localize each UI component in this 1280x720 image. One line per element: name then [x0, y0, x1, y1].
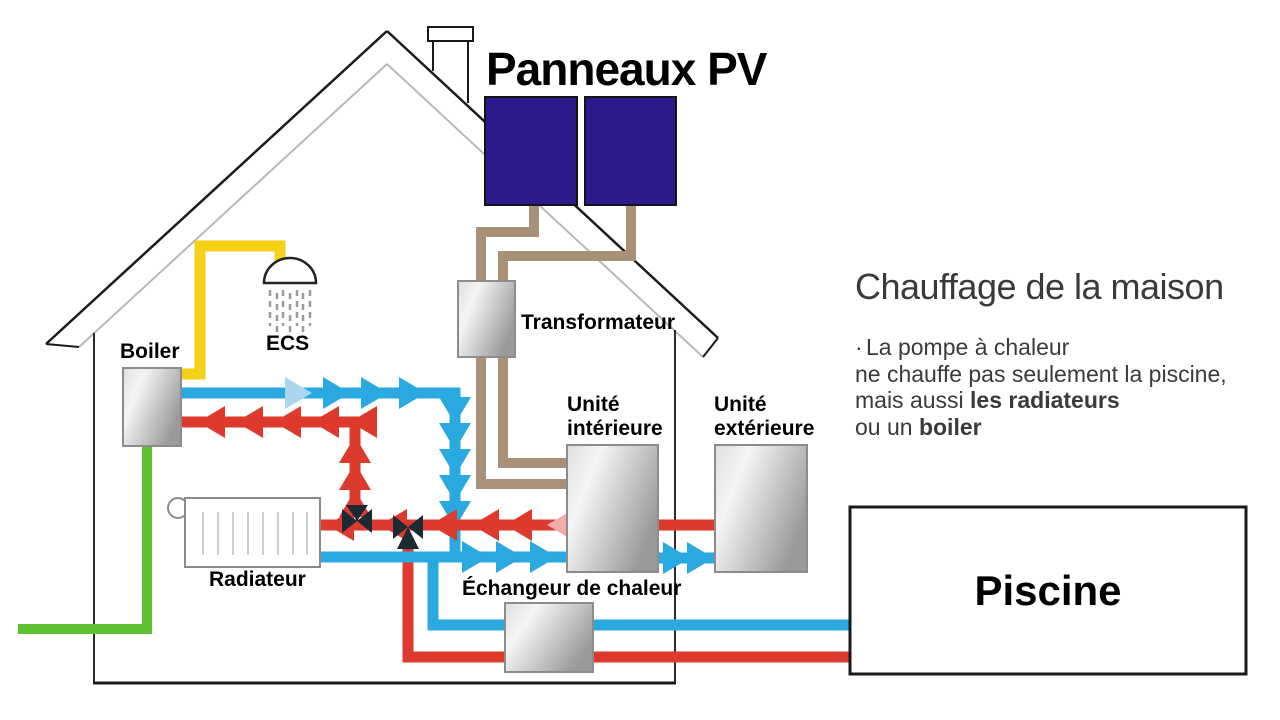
pv-panel-right [584, 96, 677, 206]
three-way-valve-2 [393, 515, 423, 549]
ecs-label: ECS [266, 332, 310, 355]
boiler-label: Boiler [120, 340, 180, 363]
dhw-pipe-yellow [178, 240, 286, 380]
transformer-box [457, 280, 516, 358]
chimney [427, 26, 474, 103]
heat-exchanger-box [504, 602, 594, 673]
piscine-label: Piscine [974, 566, 1122, 614]
unite-interieure-label: Unité intérieure [567, 393, 663, 440]
transformateur-label: Transformateur [521, 311, 676, 334]
annotation-body: ·La pompe à chaleur ne chauffe pas seule… [855, 334, 1227, 440]
pv-wire-1 [476, 204, 567, 489]
cold-pipe-boiler-loop [181, 377, 471, 557]
ground-pipe-green [18, 444, 152, 634]
pv-wire-2 [498, 204, 636, 468]
hot-pipe-to-pool [402, 538, 849, 663]
annotation-heading: Chauffage de la maison [855, 266, 1224, 307]
hot-pipe-boiler-return [181, 406, 377, 517]
boiler-tank [122, 367, 182, 447]
pool-box [848, 505, 1248, 676]
echangeur-label: Échangeur de chaleur [462, 577, 682, 600]
radiateur-label: Radiateur [209, 568, 306, 591]
three-way-valve-1 [342, 505, 372, 533]
outdoor-unit-box [714, 444, 808, 573]
shower-icon [262, 256, 318, 335]
bullet-dot: · [855, 334, 863, 360]
pv-panel-left [484, 96, 578, 206]
radiator [167, 497, 321, 568]
indoor-unit-box [566, 444, 659, 573]
house-outline [45, 30, 719, 685]
unite-exterieure-label: Unité extérieure [714, 393, 815, 440]
annotation-block: Chauffage de la maison ·La pompe à chale… [855, 266, 1227, 440]
panneaux-pv-title: Panneaux PV [486, 43, 767, 95]
cold-pipe-lower-run [320, 541, 849, 631]
